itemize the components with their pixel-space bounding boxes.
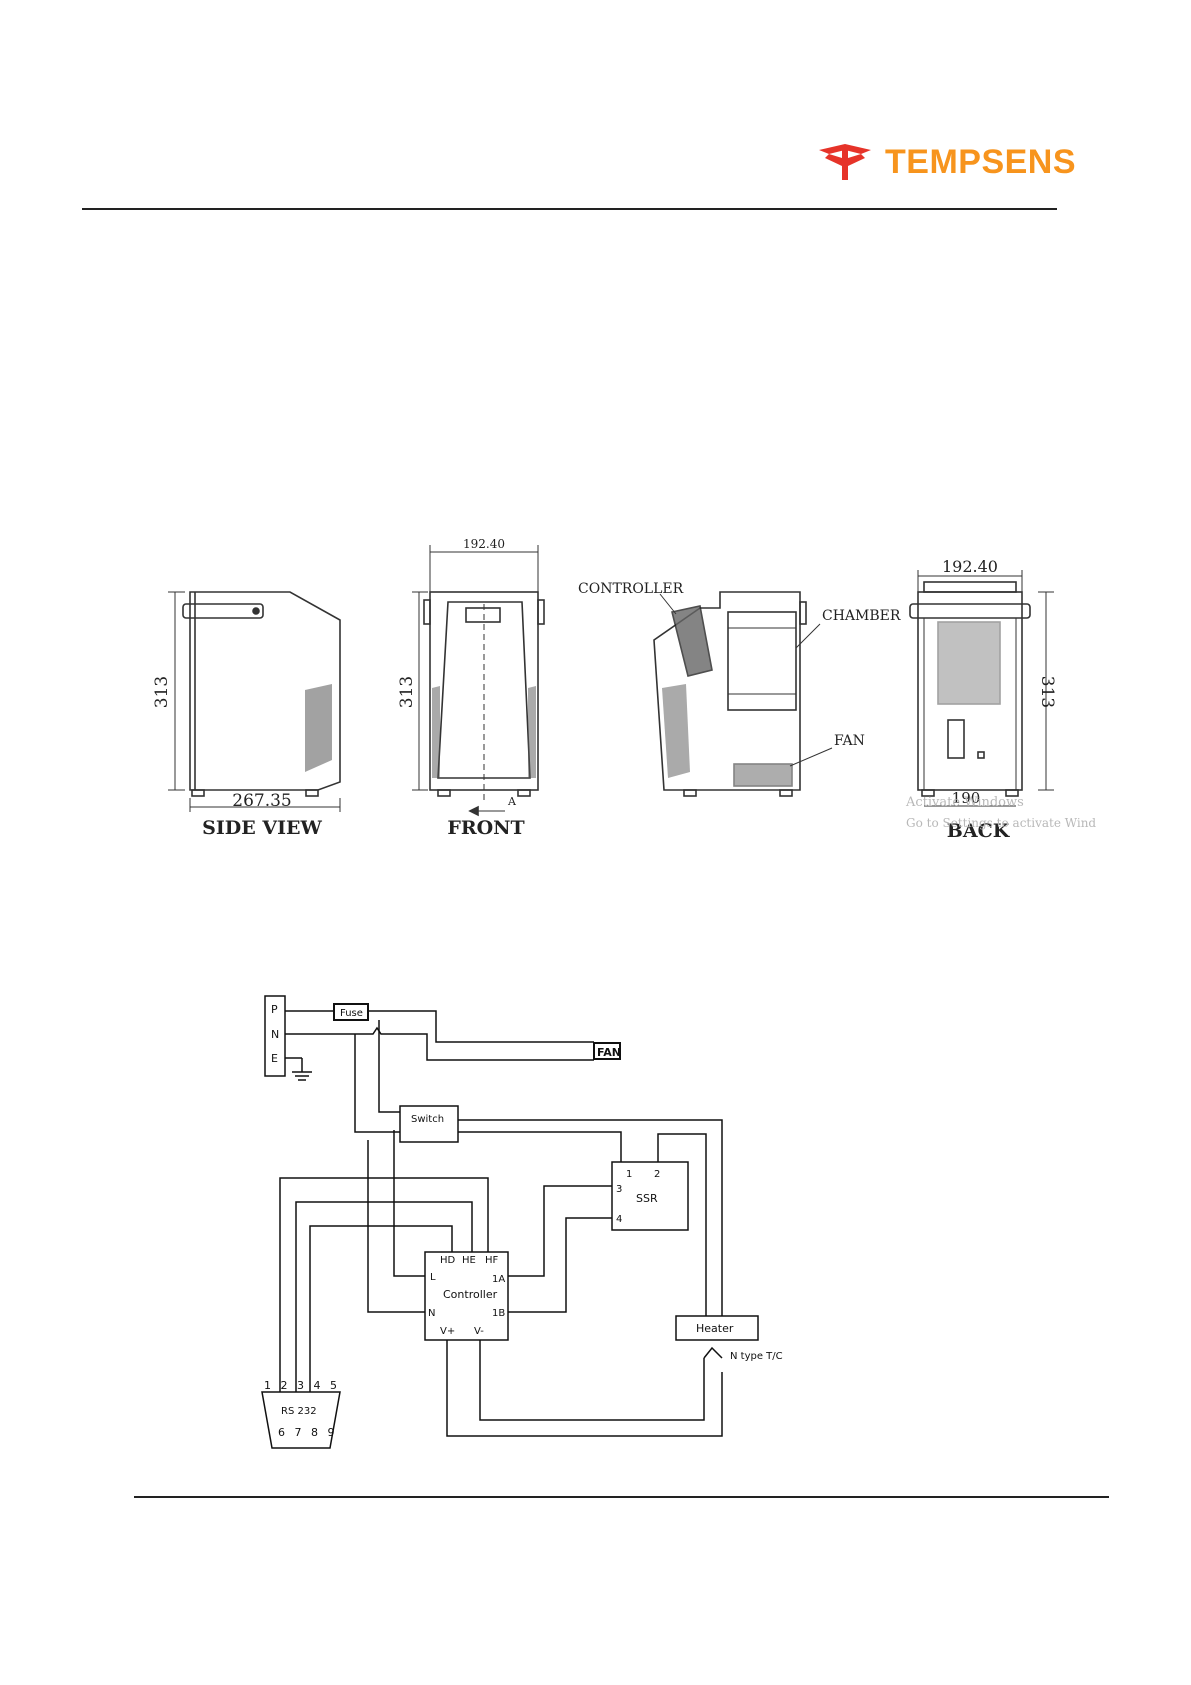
ssr-terminal-4: 4 — [616, 1214, 622, 1225]
controller-hd: HD — [440, 1255, 456, 1266]
ssr-terminal-2: 2 — [654, 1169, 660, 1180]
controller-hf: HF — [485, 1255, 499, 1266]
thermocouple-label: N type T/C — [730, 1351, 783, 1362]
controller-vminus: V- — [474, 1326, 484, 1337]
rs232-label: RS 232 — [281, 1406, 317, 1417]
footer-rule — [134, 1496, 1109, 1498]
supply-e-label: E — [271, 1052, 278, 1065]
rs232-bottom-pins: 6 7 8 9 — [278, 1426, 337, 1439]
controller-1b: 1B — [492, 1308, 505, 1319]
fan-label: FAN — [597, 1046, 621, 1059]
controller-vplus: V+ — [440, 1326, 455, 1337]
controller-n: N — [428, 1308, 435, 1319]
ssr-label: SSR — [636, 1192, 658, 1205]
supply-p-label: P — [271, 1003, 278, 1016]
rs232-top-pins: 1 2 3 4 5 — [264, 1379, 340, 1392]
ssr-terminal-1: 1 — [626, 1169, 632, 1180]
ssr-terminal-3: 3 — [616, 1184, 622, 1195]
controller-l: L — [430, 1272, 436, 1283]
supply-n-label: N — [271, 1028, 279, 1041]
fuse-label: Fuse — [340, 1008, 363, 1019]
controller-he: HE — [462, 1255, 476, 1266]
switch-label: Switch — [411, 1114, 444, 1125]
controller-label: Controller — [443, 1288, 498, 1301]
heater-label: Heater — [696, 1322, 734, 1335]
controller-1a: 1A — [492, 1274, 505, 1285]
